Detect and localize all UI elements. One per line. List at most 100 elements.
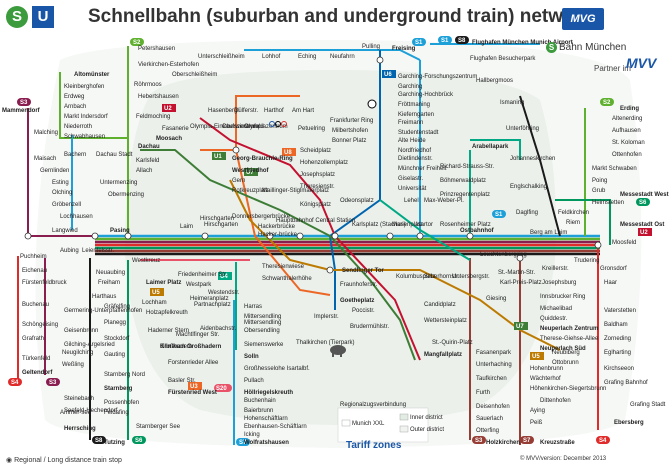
station-label: Steinebach <box>64 396 94 402</box>
station-label: Unterhaching <box>476 362 512 368</box>
station-label: Gräfelfing <box>104 304 130 310</box>
station-label: Poccistr. <box>352 308 375 314</box>
station-label: Olympia-Einkaufszentrum <box>190 124 259 130</box>
station-label: Wettersteinplatz <box>424 318 467 324</box>
station-label: Universität <box>398 186 427 192</box>
station-label: Laim <box>180 224 193 230</box>
station-label: Schwanthalerhöhe <box>262 276 312 282</box>
station-label: Candidplatz <box>424 302 456 308</box>
station-label: Aubing <box>60 248 79 254</box>
station-label: Allach <box>136 168 152 174</box>
station-label: Dittenhofen <box>540 398 571 404</box>
station-label: Haderner Stern <box>148 328 189 334</box>
partner-label: Partner im <box>594 64 631 73</box>
station-label: Gernlinden <box>40 168 69 174</box>
station-label: Gauting <box>104 352 125 358</box>
station-label: Feldkirchen <box>558 210 589 216</box>
station-label: Tutzing <box>104 440 125 446</box>
station-label: Westfriedhof <box>232 168 270 174</box>
station-label: Westendstr. <box>208 290 240 296</box>
legend-inner: Inner district <box>410 415 443 421</box>
station-label: Gronsdorf <box>600 266 627 272</box>
station-label: St.-Martin-Str. <box>498 270 535 276</box>
station-label: Puchheim <box>20 254 47 260</box>
station-label: Unterschleißheim <box>198 54 245 60</box>
mvv-logo: MVV <box>626 55 657 71</box>
station-label: Stockdorf <box>104 336 130 342</box>
station-label: Lochhausen <box>60 214 93 220</box>
station-label: Riem <box>566 220 580 226</box>
station-label: Freimann <box>398 120 423 126</box>
station-label: Kreillerstr. <box>542 266 569 272</box>
station-label: Dachau <box>138 144 160 150</box>
station-label: Icking <box>244 432 260 438</box>
station-label: Sauerlach <box>476 416 503 422</box>
svg-text:U7: U7 <box>516 324 524 330</box>
station-label: Fürstenried West <box>168 390 217 396</box>
station-label: Fürstenfeldbruck <box>22 280 68 286</box>
svg-text:S1: S1 <box>495 212 503 218</box>
station-label: Hauptbahnhof Central Station <box>276 218 355 224</box>
station-label: Höhenkirchen-Siegertsbrunn <box>530 386 606 392</box>
station-label: Kieferngarten <box>398 112 434 118</box>
station-label: Otterfing <box>476 428 499 434</box>
station-label: Thalkirchen (Tierpark) <box>296 340 354 346</box>
station-label: Sendlinger Tor <box>342 268 385 274</box>
station-label: Esting <box>52 180 69 186</box>
station-label: Pasing <box>110 228 130 234</box>
station-label: Garching-Forschungszentrum <box>398 74 477 80</box>
svg-text:S1: S1 <box>441 38 449 44</box>
station-label: Machtlfinger Str. <box>176 332 220 338</box>
station-label: Böhmerwaldplatz <box>440 178 486 184</box>
station-label: Pullach <box>244 378 264 384</box>
svg-text:U2: U2 <box>164 106 172 112</box>
station-label: Obersendling <box>244 328 280 334</box>
u-bahn-logo: U <box>32 6 54 28</box>
station-label: Neufahrn <box>330 54 355 60</box>
svg-text:S3: S3 <box>475 438 483 444</box>
station-label: Ismaning <box>500 100 524 106</box>
s-icon: S <box>546 42 557 53</box>
station-label: Baierbrunn <box>244 408 273 414</box>
station-label: Türkenfeld <box>22 356 50 362</box>
station-label: Klinikum Großhadern <box>160 344 222 350</box>
station-label: Niederroth <box>64 124 92 130</box>
s-bahn-logo: S <box>6 6 28 28</box>
station-label: Partnachplatz <box>194 302 231 308</box>
station-label: Untermenzing <box>100 180 137 186</box>
station-label: Olching <box>52 190 72 196</box>
station-label: Rotkreuzplatz <box>232 188 269 194</box>
legend-xxl: Munich XXL <box>352 421 385 427</box>
station-label: Josephsplatz <box>300 172 335 178</box>
station-label: Furth <box>476 390 490 396</box>
station-label: Altomünster <box>74 72 110 78</box>
station-label: Königsplatz <box>300 202 331 208</box>
station-label: Buchenau <box>22 302 49 308</box>
station-label: Therese-Giehse-Allee <box>540 336 599 342</box>
station-label: Untersbergstr. <box>452 274 490 280</box>
station-label: Michaelibad <box>540 306 572 312</box>
station-label: Aufhausen <box>612 128 641 134</box>
station-label: Ebenhausen-Schäftlarn <box>244 424 307 430</box>
station-label: Moosfeld <box>612 240 636 246</box>
station-label: Laimer Platz <box>146 280 181 286</box>
station-label: Hebertshausen <box>138 94 179 100</box>
station-label: Milbertshofen <box>332 128 368 134</box>
station-label: Gilching-Argelsried <box>64 342 115 348</box>
svg-text:S8: S8 <box>458 38 466 44</box>
station-label: Solln <box>244 354 259 360</box>
station-label: Aying <box>530 408 545 414</box>
station-label: Buchenhain <box>244 398 276 404</box>
station-label: Grub <box>592 188 606 194</box>
svg-text:S2: S2 <box>603 100 611 106</box>
station-label: Erdweg <box>64 94 84 100</box>
station-label: Vierkirchen-Esterhofen <box>138 62 199 68</box>
station-label: Hackerbrücke <box>258 224 296 230</box>
station-label: Fasanenpark <box>476 350 512 356</box>
station-label: Innsbrucker Ring <box>540 294 585 300</box>
station-label: Bonner Platz <box>332 138 366 144</box>
station-label: Kleinberghofen <box>64 84 104 90</box>
station-label: Altenerding <box>612 116 642 122</box>
